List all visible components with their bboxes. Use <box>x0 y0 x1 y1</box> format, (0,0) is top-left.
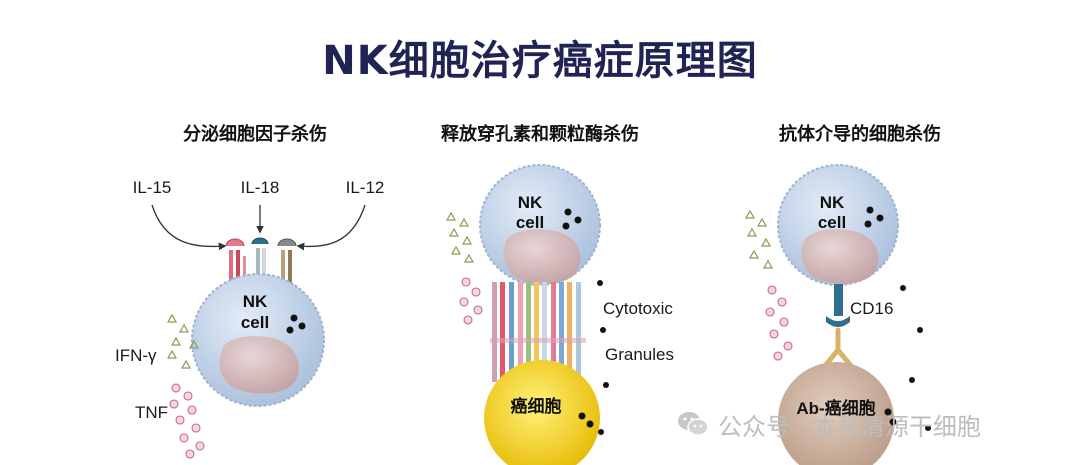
panel-2-subtitle: 释放穿孔素和颗粒酶杀伤 <box>441 124 639 145</box>
wechat-icon <box>676 409 710 439</box>
cytokine-il15-label: IL-15 <box>133 178 172 197</box>
cytokine-il12-label: IL-12 <box>346 178 385 197</box>
nk-cell-2-label-nk: NK <box>518 193 543 212</box>
granules-label: Granules <box>605 345 674 364</box>
il12-arrow <box>296 204 366 251</box>
il18-receptor <box>251 237 269 288</box>
nk-cell-2-label-cell: cell <box>516 213 544 232</box>
cancer-cell-2 <box>484 360 600 465</box>
ifn-gamma-particles <box>166 313 200 369</box>
il12-receptor <box>277 238 297 286</box>
tnf-label: TNF <box>135 403 168 422</box>
cytokine-il18-label: IL-18 <box>241 178 280 197</box>
watermark-text: 公众号 · 本草清源干细胞 <box>718 412 981 441</box>
panel-2-particles <box>445 211 483 325</box>
nk-cell-2-nucleus <box>503 229 581 284</box>
granule-dots <box>597 280 609 435</box>
cancer-cell-2-label: 癌细胞 <box>511 396 562 416</box>
ab-cancer-cell-3-label: Ab-癌细胞 <box>796 398 875 418</box>
watermark: 公众号 · 本草清源干细胞 <box>676 404 981 444</box>
panel-3-particles <box>744 209 793 361</box>
panel-3-subtitle: 抗体介导的细胞杀伤 <box>779 124 941 145</box>
receptor-synapse <box>490 282 586 382</box>
panel-3: NK cell CD16 Ab-癌细胞 <box>744 164 931 465</box>
nk-cell-3-nucleus <box>801 229 879 284</box>
nk-cell-1-label-cell: cell <box>241 313 269 332</box>
nk-cell-3-label-nk: NK <box>820 193 845 212</box>
tnf-particles <box>169 383 205 459</box>
nk-cell-1-nucleus <box>219 336 299 394</box>
ab-cancer-cell-3 <box>778 362 894 465</box>
cytotoxic-label: Cytotoxic <box>603 299 673 318</box>
cd16-label: CD16 <box>850 299 893 318</box>
ifn-gamma-label: IFN-γ <box>115 346 157 365</box>
panel-1-subtitle: 分泌细胞因子杀伤 <box>183 124 327 145</box>
nk-cell-1-label-nk: NK <box>243 292 268 311</box>
panel-1: IL-15 IL-18 IL-12 NK cell IFN-γ <box>115 178 385 459</box>
nk-cell-3-label-cell: cell <box>818 213 846 232</box>
il15-receptor <box>225 238 246 286</box>
panel-3-dots <box>900 285 931 431</box>
page-title: NK细胞治疗癌症原理图 <box>322 38 758 84</box>
cd16-receptor <box>826 284 850 327</box>
il15-arrow <box>151 204 227 251</box>
panel-2: NK cell 癌细胞 Cytotoxic <box>445 164 674 465</box>
